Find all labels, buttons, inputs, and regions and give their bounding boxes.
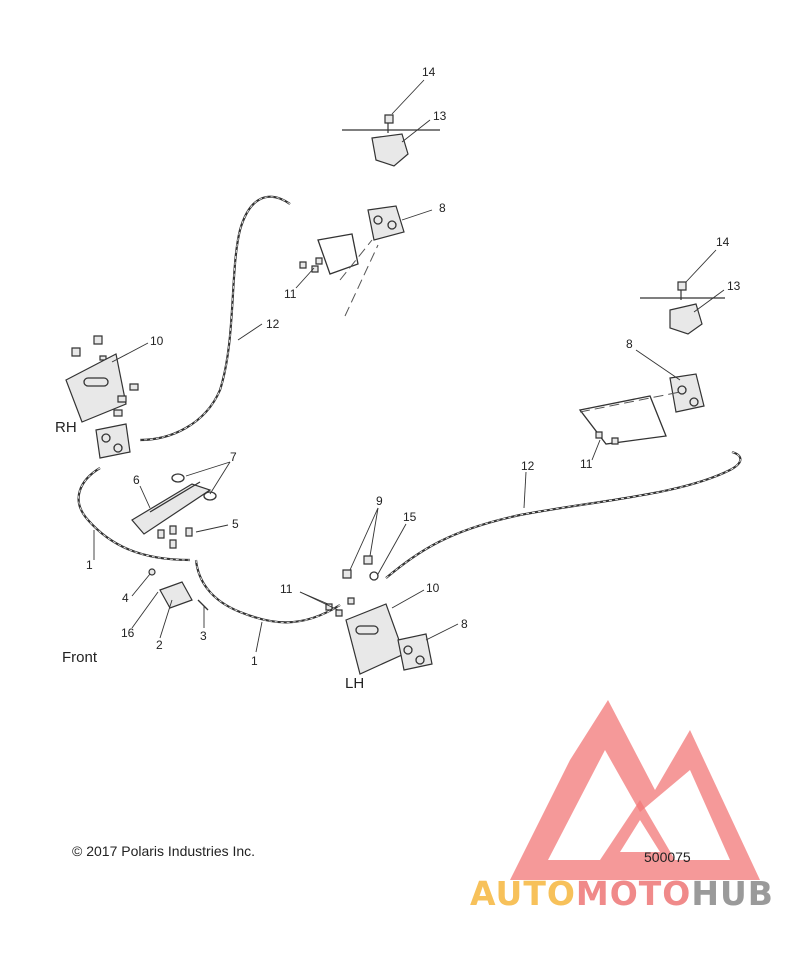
callout-13-right: 13 — [727, 279, 741, 293]
mount-plate-upper — [317, 233, 359, 275]
caliper-rh — [95, 423, 131, 459]
callout-4: 4 — [122, 591, 129, 605]
callout-10-rh: 10 — [150, 334, 164, 348]
callout-14-right: 14 — [716, 235, 730, 249]
callout-10-lh: 10 — [426, 581, 440, 595]
callout-8-upper: 8 — [439, 201, 446, 215]
callout-9: 9 — [376, 494, 383, 508]
label-rh: RH — [55, 419, 77, 436]
callout-5: 5 — [232, 517, 239, 531]
lh-caliper-group — [325, 555, 433, 675]
diagram-part-number: 500075 — [644, 849, 691, 865]
watermark-logo — [510, 700, 760, 880]
upper-rh-bracket-group — [299, 114, 440, 317]
lever-6 — [131, 483, 212, 535]
watermark-auto: AUTO — [470, 874, 576, 913]
mount-plate-right — [578, 395, 667, 445]
bolts-5 — [157, 525, 193, 549]
bolt-9b — [363, 555, 373, 565]
callout-13-upper: 13 — [433, 109, 447, 123]
label-lh: LH — [345, 675, 364, 692]
callout-8-lh: 8 — [461, 617, 468, 631]
bracket-13-right — [669, 303, 703, 335]
right-bracket-group — [578, 281, 725, 445]
callout-15: 15 — [403, 510, 417, 524]
callouts: 14 13 8 11 12 10 14 13 8 11 7 6 5 9 15 1… — [86, 65, 741, 668]
callout-14-upper: 14 — [422, 65, 436, 79]
callout-6: 6 — [133, 473, 140, 487]
nut-4 — [148, 568, 156, 576]
cable-12-lh — [385, 450, 742, 579]
leader-lines — [93, 79, 725, 653]
bracket-2 — [159, 581, 193, 609]
cable-1-rear — [194, 559, 341, 624]
callout-11-lh: 11 — [280, 582, 293, 596]
callout-11-right: 11 — [580, 457, 593, 471]
callout-1-front: 1 — [86, 558, 93, 572]
bracket-10-lh — [345, 603, 405, 675]
bolt-9a — [342, 569, 352, 579]
callout-12-upper: 12 — [266, 317, 280, 331]
bolts-rh-side — [113, 383, 139, 417]
washer-15 — [369, 571, 379, 581]
callout-2: 2 — [156, 638, 163, 652]
callout-7: 7 — [230, 450, 237, 464]
callout-8-right: 8 — [626, 337, 633, 351]
label-front: Front — [62, 649, 98, 666]
bolt-3 — [197, 599, 209, 611]
bolts-10-rh — [71, 335, 107, 361]
cables — [77, 195, 742, 624]
copyright: © 2017 Polaris Industries Inc. — [72, 843, 255, 859]
bolt-14-upper — [384, 114, 394, 133]
bracket-13-upper — [371, 133, 409, 167]
callout-16: 16 — [121, 626, 135, 640]
bolt-14-right — [677, 281, 687, 300]
bolts-11-upper — [299, 257, 323, 273]
watermark-moto: MOTO — [576, 874, 691, 913]
washer-7a — [171, 473, 185, 483]
watermark-hub: HUB — [691, 874, 774, 913]
callout-1-rear: 1 — [251, 654, 258, 668]
callout-3: 3 — [200, 629, 207, 643]
bolts-11-right — [595, 431, 619, 445]
watermark-text: AUTOMOTOHUB — [470, 874, 774, 913]
rh-caliper-group — [65, 335, 139, 459]
handbrake-lever-group — [131, 473, 217, 611]
callout-12-lh: 12 — [521, 459, 535, 473]
washer-7b — [203, 491, 217, 501]
bolts-11-lh — [325, 597, 355, 617]
caliper-8-right — [669, 373, 705, 413]
bracket-10-rh — [65, 353, 127, 423]
callout-11-upper: 11 — [284, 287, 297, 301]
caliper-8-upper — [367, 205, 405, 241]
